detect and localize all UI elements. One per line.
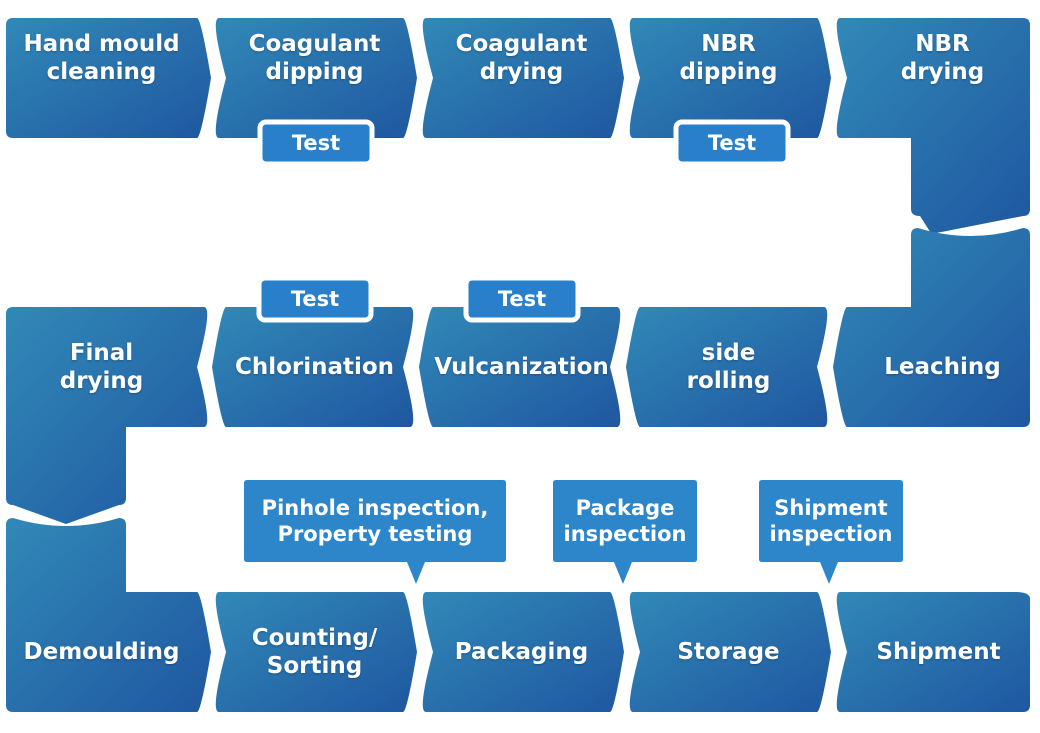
test-tag-box-nbr-dipping <box>673 119 791 167</box>
step-coagulant-dipping <box>215 18 417 138</box>
step-nbr-drying <box>836 18 1030 234</box>
callout-text-pinhole-property: Pinhole inspection, Property testing <box>261 496 489 546</box>
step-side-rolling <box>626 307 828 427</box>
step-packaging <box>422 592 624 712</box>
step-label-final-drying: Final drying <box>59 340 144 394</box>
callout-box-pinhole-property <box>244 480 506 584</box>
step-vulcanization <box>419 307 621 427</box>
step-label-hand-mould-cleaning: Hand mould cleaning <box>23 31 180 85</box>
step-chlorination <box>212 307 414 427</box>
step-label-nbr-dipping: NBR dipping <box>679 31 778 85</box>
step-demoulding <box>6 518 211 712</box>
step-nbr-dipping <box>629 18 831 138</box>
test-tag-coagulant-dipping: Test <box>291 131 341 155</box>
step-shipment <box>836 592 1030 712</box>
test-tag-nbr-dipping: Test <box>707 131 757 155</box>
step-label-packaging: Packaging <box>454 639 589 665</box>
step-label-coagulant-dipping: Coagulant dipping <box>248 31 381 85</box>
test-tag-box-chlorination <box>256 275 374 323</box>
step-leaching <box>833 228 1030 427</box>
step-label-shipment: Shipment <box>876 639 1001 665</box>
step-label-vulcanization: Vulcanization <box>434 354 609 380</box>
step-label-demoulding: Demoulding <box>23 639 180 665</box>
step-label-nbr-drying: NBR drying <box>900 31 985 85</box>
callout-text-package-inspection: Package inspection <box>563 496 687 546</box>
callout-box-package-inspection <box>553 480 697 584</box>
step-final-drying <box>6 307 208 524</box>
step-label-side-rolling: side rolling <box>686 340 771 394</box>
callout-text-shipment-inspection: Shipment inspection <box>769 496 893 546</box>
step-storage <box>629 592 831 712</box>
step-coagulant-drying <box>422 18 624 138</box>
callout-box-shipment-inspection <box>759 480 903 584</box>
test-tag-vulcanization: Test <box>497 287 547 311</box>
step-label-leaching: Leaching <box>884 354 1001 380</box>
step-label-chlorination: Chlorination <box>234 354 395 380</box>
step-hand-mould-cleaning <box>6 18 211 138</box>
step-label-storage: Storage <box>677 639 780 665</box>
test-tag-box-coagulant-dipping <box>257 119 375 167</box>
step-label-counting-sorting: Counting/ Sorting <box>251 625 378 679</box>
step-label-coagulant-drying: Coagulant drying <box>455 31 588 85</box>
test-tag-chlorination: Test <box>290 287 340 311</box>
step-counting-sorting <box>215 592 417 712</box>
test-tag-box-vulcanization <box>463 275 581 323</box>
